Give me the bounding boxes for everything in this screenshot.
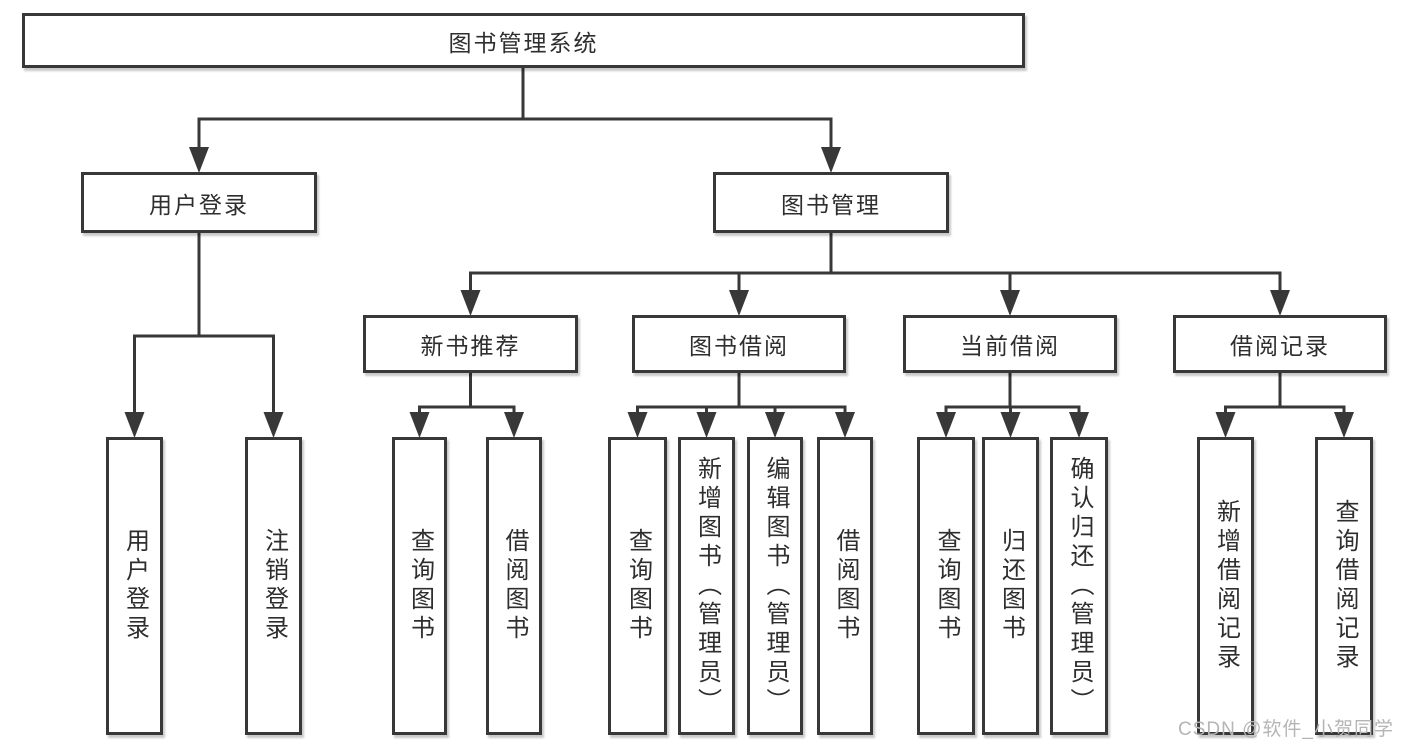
leaf-return-books: 归还图书 bbox=[982, 437, 1039, 735]
node-user-login-label: 用户登录 bbox=[149, 191, 249, 218]
leaf-add-borrow-record: 新增借阅记录 bbox=[1197, 437, 1254, 735]
leaf-logout-label: 注销登录 bbox=[260, 528, 288, 644]
leaf-return-books-label: 归还图书 bbox=[997, 528, 1025, 644]
node-library-system-label: 图书管理系统 bbox=[448, 29, 599, 56]
leaf-borrow-books-recommend: 借阅图书 bbox=[486, 437, 542, 735]
leaf-borrow-books-recommend-label: 借阅图书 bbox=[501, 528, 528, 644]
node-book-management-label: 图书管理 bbox=[781, 191, 881, 218]
leaf-query-books-current: 查询图书 bbox=[917, 437, 975, 735]
leaf-borrow-books-label: 借阅图书 bbox=[832, 528, 859, 644]
node-user-login: 用户登录 bbox=[81, 172, 317, 233]
leaf-confirm-return-admin-label: 确认归还（管理员） bbox=[1066, 455, 1093, 717]
node-borrow-records-label: 借阅记录 bbox=[1230, 333, 1330, 359]
leaf-query-books-recommend-label: 查询图书 bbox=[406, 528, 434, 644]
node-book-management: 图书管理 bbox=[713, 172, 949, 233]
node-current-borrow: 当前借阅 bbox=[903, 315, 1117, 373]
leaf-confirm-return-admin: 确认归还（管理员） bbox=[1050, 437, 1108, 735]
leaf-query-borrow-record: 查询借阅记录 bbox=[1315, 437, 1373, 735]
csdn-watermark: CSDN @软件_小贺同学 bbox=[1178, 719, 1394, 740]
node-book-borrow: 图书借阅 bbox=[632, 315, 846, 373]
leaf-query-borrow-record-label: 查询借阅记录 bbox=[1331, 499, 1358, 673]
leaf-query-books-recommend: 查询图书 bbox=[392, 437, 447, 735]
leaf-add-books-admin-label: 新增图书（管理员） bbox=[693, 455, 721, 717]
leaf-add-books-admin: 新增图书（管理员） bbox=[678, 437, 735, 735]
node-current-borrow-label: 当前借阅 bbox=[960, 333, 1060, 359]
node-new-book-recommend: 新书推荐 bbox=[363, 315, 578, 373]
leaf-query-books-borrow-label: 查询图书 bbox=[624, 528, 652, 644]
node-new-book-recommend-label: 新书推荐 bbox=[420, 333, 521, 359]
leaf-query-books-current-label: 查询图书 bbox=[933, 528, 960, 644]
leaf-edit-books-admin-label: 编辑图书（管理员） bbox=[762, 455, 789, 717]
node-book-borrow-label: 图书借阅 bbox=[689, 333, 789, 359]
leaf-borrow-books: 借阅图书 bbox=[817, 437, 873, 735]
leaf-logout: 注销登录 bbox=[245, 437, 302, 735]
node-borrow-records: 借阅记录 bbox=[1173, 315, 1387, 373]
leaf-edit-books-admin: 编辑图书（管理员） bbox=[747, 437, 803, 735]
leaf-user-login: 用户登录 bbox=[106, 437, 163, 735]
leaf-user-login-label: 用户登录 bbox=[121, 528, 149, 644]
leaf-add-borrow-record-label: 新增借阅记录 bbox=[1212, 499, 1240, 673]
leaf-query-books-borrow: 查询图书 bbox=[608, 437, 667, 735]
node-library-system: 图书管理系统 bbox=[22, 13, 1025, 68]
